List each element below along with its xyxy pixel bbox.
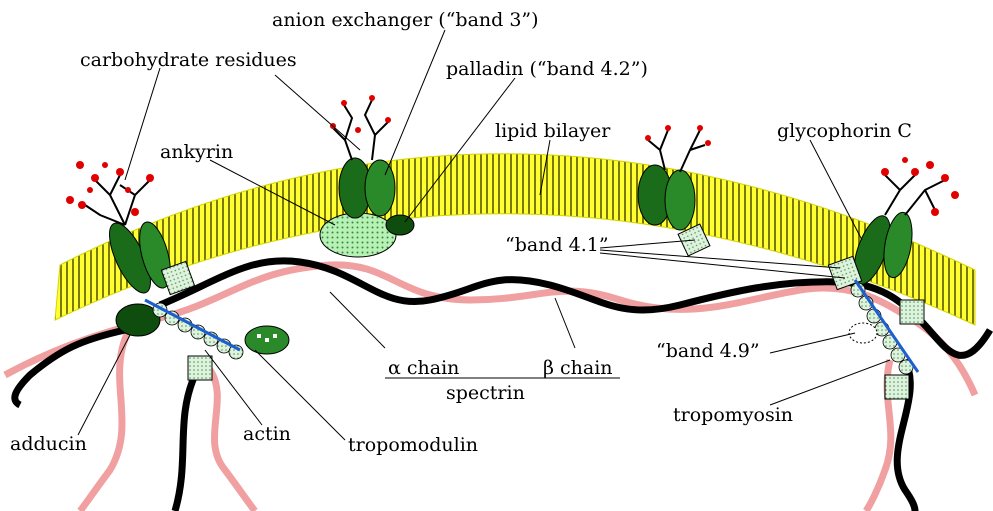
- band41-box-lower-left: [188, 356, 212, 380]
- label-tropomodulin: tropomodulin: [348, 434, 478, 456]
- label-actin: actin: [243, 423, 291, 445]
- label-ankyrin: ankyrin: [160, 141, 233, 163]
- band41-box-right-mid: [900, 300, 924, 324]
- label-lipid-bilayer: lipid bilayer: [495, 120, 611, 142]
- label-beta-chain: β chain: [543, 357, 613, 379]
- label-palladin: palladin (“band 4.2”): [446, 58, 648, 80]
- palladin-shape: [386, 215, 414, 235]
- label-band-4-9: “band 4.9”: [656, 340, 760, 362]
- band3-right-b: [665, 170, 695, 230]
- label-adducin: adducin: [10, 433, 87, 455]
- label-spectrin: spectrin: [446, 382, 525, 404]
- ankyrin-shape: [320, 213, 396, 257]
- band41-box-right-low: [885, 375, 909, 399]
- label-tropomyosin: tropomyosin: [673, 404, 793, 426]
- label-carbohydrate-residues: carbohydrate residues: [80, 49, 297, 71]
- label-band-4-1: “band 4.1”: [505, 234, 609, 256]
- band3-center-b: [365, 160, 395, 216]
- label-anion-exchanger: anion exchanger (“band 3”): [272, 9, 539, 31]
- spectrin-alpha-chain-lower: [175, 375, 195, 511]
- carbohydrate-left: [85, 175, 150, 225]
- label-alpha-chain: α chain: [388, 357, 459, 379]
- spectrin-alpha-chain-left: [15, 330, 125, 405]
- label-glycophorin-c: glycophorin C: [777, 120, 912, 142]
